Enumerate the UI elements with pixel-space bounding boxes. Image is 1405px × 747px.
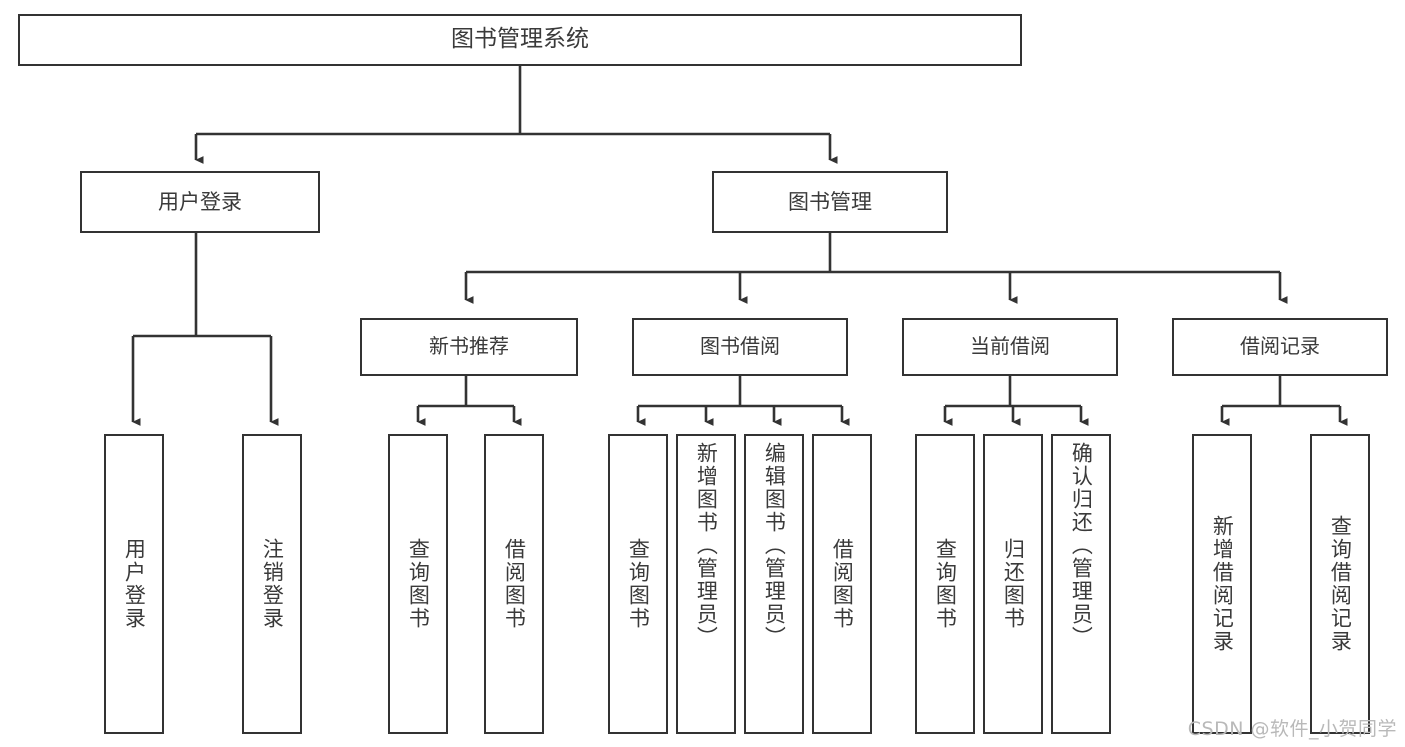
node-label: 查询图书 <box>406 538 431 630</box>
node-leaf-logout-login[interactable]: 注销登录 <box>242 434 302 734</box>
node-root-book-management-system[interactable]: 图书管理系统 <box>18 14 1022 66</box>
node-user-login[interactable]: 用户登录 <box>80 171 320 233</box>
node-label: 查询借阅记录 <box>1328 515 1353 653</box>
node-leaf-confirm-return[interactable]: 确认归还（管理员） <box>1051 434 1111 734</box>
node-label: 新增借阅记录 <box>1210 515 1235 653</box>
node-leaf-borrow-book-2[interactable]: 借阅图书 <box>812 434 872 734</box>
node-label: 确认归还（管理员） <box>1069 442 1094 649</box>
node-leaf-return-book[interactable]: 归还图书 <box>983 434 1043 734</box>
node-borrow-record[interactable]: 借阅记录 <box>1172 318 1388 376</box>
node-label: 借阅图书 <box>502 538 527 630</box>
node-label: 借阅图书 <box>830 538 855 630</box>
node-label: 用户登录 <box>158 189 242 214</box>
node-leaf-query-book-2[interactable]: 查询图书 <box>608 434 668 734</box>
node-leaf-query-record[interactable]: 查询借阅记录 <box>1310 434 1370 734</box>
node-label: 查询图书 <box>626 538 651 630</box>
node-label: 查询图书 <box>933 538 958 630</box>
node-label: 用户登录 <box>122 538 147 630</box>
node-book-management[interactable]: 图书管理 <box>712 171 948 233</box>
node-label: 借阅记录 <box>1240 334 1320 359</box>
node-label: 新书推荐 <box>429 334 509 359</box>
node-label: 图书管理 <box>788 189 872 214</box>
node-label: 编辑图书（管理员） <box>762 442 787 649</box>
node-leaf-add-book[interactable]: 新增图书（管理员） <box>676 434 736 734</box>
node-leaf-add-record[interactable]: 新增借阅记录 <box>1192 434 1252 734</box>
node-new-book-recommend[interactable]: 新书推荐 <box>360 318 578 376</box>
node-label: 图书管理系统 <box>451 26 589 53</box>
node-leaf-query-book-3[interactable]: 查询图书 <box>915 434 975 734</box>
node-leaf-borrow-book-1[interactable]: 借阅图书 <box>484 434 544 734</box>
node-label: 归还图书 <box>1001 538 1026 630</box>
node-label: 当前借阅 <box>970 334 1050 359</box>
node-label: 新增图书（管理员） <box>694 442 719 649</box>
node-book-borrow[interactable]: 图书借阅 <box>632 318 848 376</box>
node-leaf-user-login[interactable]: 用户登录 <box>104 434 164 734</box>
node-label: 注销登录 <box>260 538 285 630</box>
node-leaf-edit-book[interactable]: 编辑图书（管理员） <box>744 434 804 734</box>
node-current-borrow[interactable]: 当前借阅 <box>902 318 1118 376</box>
node-leaf-query-book-1[interactable]: 查询图书 <box>388 434 448 734</box>
node-label: 图书借阅 <box>700 334 780 359</box>
